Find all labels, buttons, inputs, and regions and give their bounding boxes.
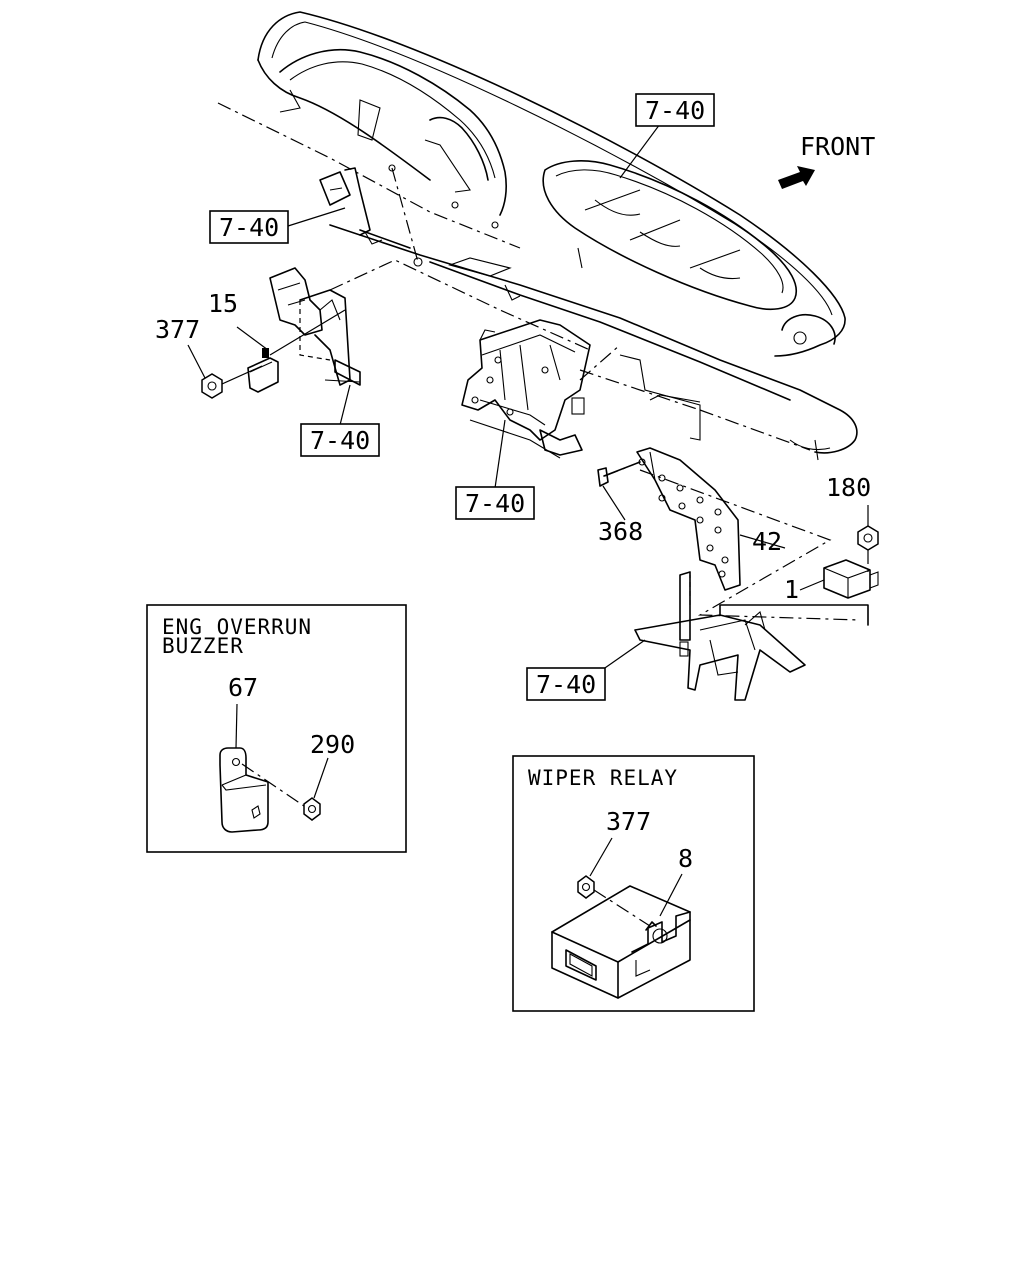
- callout-15: 15: [208, 289, 238, 318]
- inset-title-line2: BUZZER: [162, 634, 244, 658]
- inset-eng-overrun-buzzer: ENG OVERRUN BUZZER 67 290: [146, 604, 407, 853]
- part-377-nut: [577, 837, 651, 927]
- inset-title-line1: ENG OVERRUN: [162, 615, 312, 639]
- wiper-relay-body: [551, 873, 691, 999]
- inset-wiper-relay: WIPER RELAY 377 8: [512, 755, 755, 1012]
- inset-title: WIPER RELAY: [528, 766, 678, 790]
- buzzer-body: [219, 703, 269, 833]
- front-arrow-icon: [778, 166, 815, 189]
- callout-368: 368: [598, 517, 643, 546]
- callout-290: 290: [310, 730, 355, 759]
- center-bracket: [461, 319, 591, 459]
- part-180-nut: [857, 505, 879, 575]
- part-290-nut: [241, 757, 329, 821]
- ref-label: 7-40: [465, 489, 525, 518]
- part-1-relay: [799, 559, 879, 599]
- callout-67: 67: [228, 673, 258, 702]
- ref-box-left-bracket: 7-40: [300, 423, 380, 457]
- lower-bracket: [634, 571, 869, 701]
- ref-label: 7-40: [310, 426, 370, 455]
- ref-box-lower-bracket: 7-40: [526, 667, 606, 701]
- ref-box-center-bracket: 7-40: [455, 486, 535, 520]
- ref-box-dash-panel: 7-40: [635, 93, 715, 127]
- ref-label: 7-40: [536, 670, 596, 699]
- callout-42: 42: [752, 527, 782, 556]
- callout-180: 180: [826, 473, 871, 502]
- ref-label: 7-40: [219, 213, 279, 242]
- front-label: FRONT: [800, 132, 875, 161]
- left-bracket-assembly: [269, 267, 361, 386]
- callout-1: 1: [784, 575, 799, 604]
- callout-8: 8: [678, 844, 693, 873]
- callout-377: 377: [155, 315, 200, 344]
- callout-377: 377: [606, 807, 651, 836]
- part-377-nut: [201, 365, 263, 399]
- reference-leaders: [187, 123, 786, 671]
- part-42-plate: [636, 447, 741, 591]
- ref-box-left-duct: 7-40: [209, 210, 289, 244]
- instrument-panel: [257, 11, 858, 461]
- ref-label: 7-40: [645, 96, 705, 125]
- assembly-guide-lines: [217, 102, 861, 621]
- part-368-screw: [597, 461, 641, 521]
